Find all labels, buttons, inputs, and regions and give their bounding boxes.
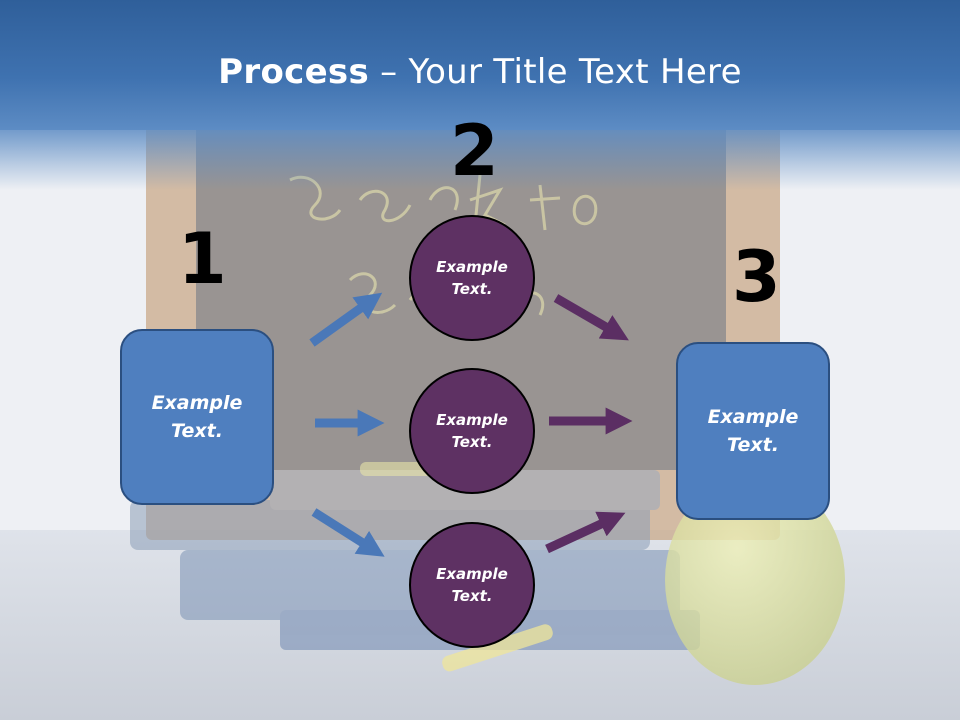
- step-number-3: 3: [732, 236, 781, 318]
- title-rest: – Your Title Text Here: [369, 52, 742, 92]
- step-2-circle-bottom: Example Text.: [409, 522, 535, 648]
- arrow-purple-down: [553, 294, 629, 341]
- step-1-text-line2: Text.: [171, 420, 223, 442]
- step-2-circle-middle: Example Text.: [409, 368, 535, 494]
- apple: [665, 475, 845, 685]
- arrow-blue-down: [311, 508, 385, 557]
- title-bar-fade: [0, 130, 960, 190]
- title-bar: [0, 0, 960, 130]
- circle-bottom-text-line2: Text.: [451, 587, 493, 605]
- arrow-purple-up: [545, 511, 626, 554]
- step-1-box: Example Text.: [120, 329, 274, 505]
- circle-middle-text-line2: Text.: [451, 433, 493, 451]
- step-3-text-line2: Text.: [727, 434, 779, 456]
- arrow-blue-up: [309, 292, 383, 347]
- circle-top-text-line1: Example: [436, 257, 508, 276]
- step-1-text-line1: Example: [151, 391, 243, 414]
- step-3-box: Example Text.: [676, 342, 830, 520]
- step-3-text-line1: Example: [707, 405, 799, 428]
- step-number-2: 2: [450, 110, 499, 192]
- circle-top-text-line2: Text.: [451, 280, 493, 298]
- slide-title: Process – Your Title Text Here: [0, 52, 960, 92]
- circle-bottom-text-line1: Example: [436, 564, 508, 583]
- chalk-stick: [442, 624, 553, 672]
- circle-middle-text-line1: Example: [436, 410, 508, 429]
- step-2-circle-top: Example Text.: [409, 215, 535, 341]
- title-bold: Process: [218, 52, 370, 92]
- step-number-1: 1: [178, 218, 227, 300]
